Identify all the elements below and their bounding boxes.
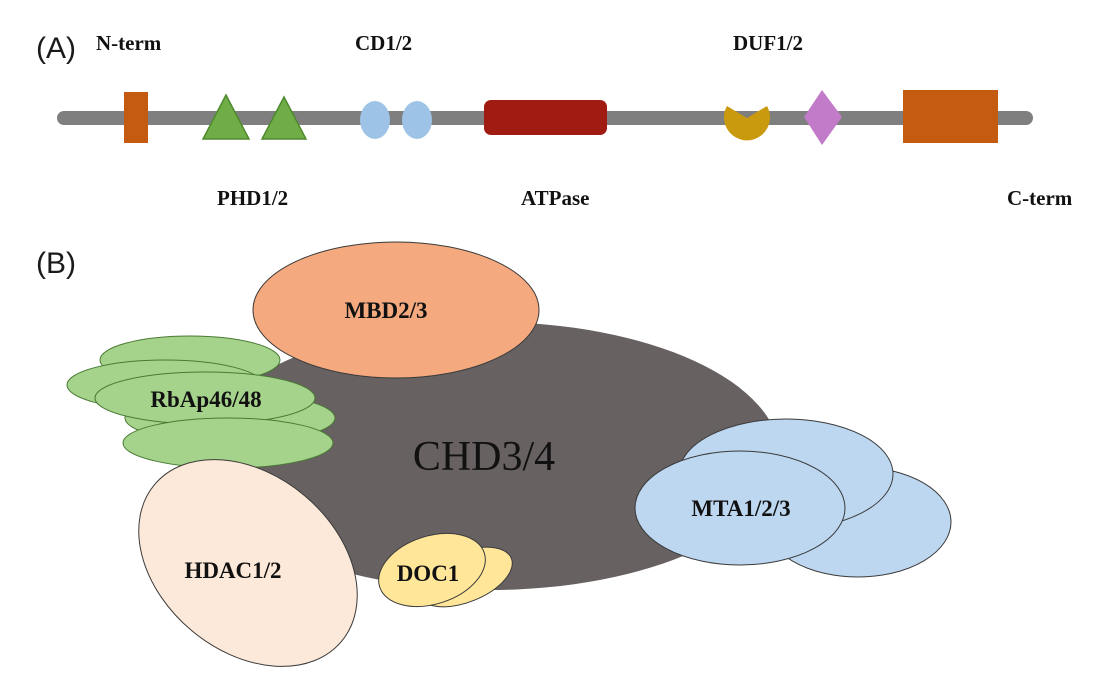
duf-label: DUF1/2 (733, 31, 803, 55)
doc-subunit (378, 532, 513, 608)
phd2-triangle (260, 95, 308, 140)
mta-oval-front (634, 450, 846, 566)
rbap-label: RbAp46/48 (150, 387, 261, 412)
mbd-label: MBD2/3 (344, 298, 427, 323)
duf2-diamond (804, 90, 842, 145)
mta-label: MTA1/2/3 (691, 496, 790, 521)
panel-a-label: (A) (36, 32, 76, 65)
phd1-triangle (201, 93, 251, 140)
panel-b-label: (B) (36, 247, 76, 280)
panel-b: (B) MBD2/3 RbAp46/48 CHD3/4 (36, 241, 952, 667)
atpase-block (484, 100, 607, 135)
mbd-subunit (252, 241, 540, 379)
chd-label: CHD3/4 (413, 434, 555, 480)
c-term-block (903, 90, 998, 143)
mta-subunit (634, 418, 952, 578)
panel-a: (A) N-term CD1/2 DUF1/2 PHD1/2 ATPase C-… (36, 31, 1073, 210)
doc-oval-front (378, 532, 486, 608)
cd2-oval (402, 101, 432, 139)
cd1-oval (360, 101, 390, 139)
duf1-shape (724, 106, 770, 141)
phd-label: PHD1/2 (217, 186, 288, 210)
c-term-label: C-term (1007, 186, 1073, 210)
chd-core (200, 322, 780, 590)
doc-label: DOC1 (397, 561, 460, 586)
n-term-label: N-term (96, 31, 162, 55)
n-term-block (124, 92, 148, 143)
rbap-subunit (66, 335, 336, 469)
hdac-label: HDAC1/2 (184, 558, 281, 583)
cd-label: CD1/2 (355, 31, 412, 55)
hdac-subunit (138, 459, 358, 667)
atpase-label: ATPase (521, 186, 589, 210)
